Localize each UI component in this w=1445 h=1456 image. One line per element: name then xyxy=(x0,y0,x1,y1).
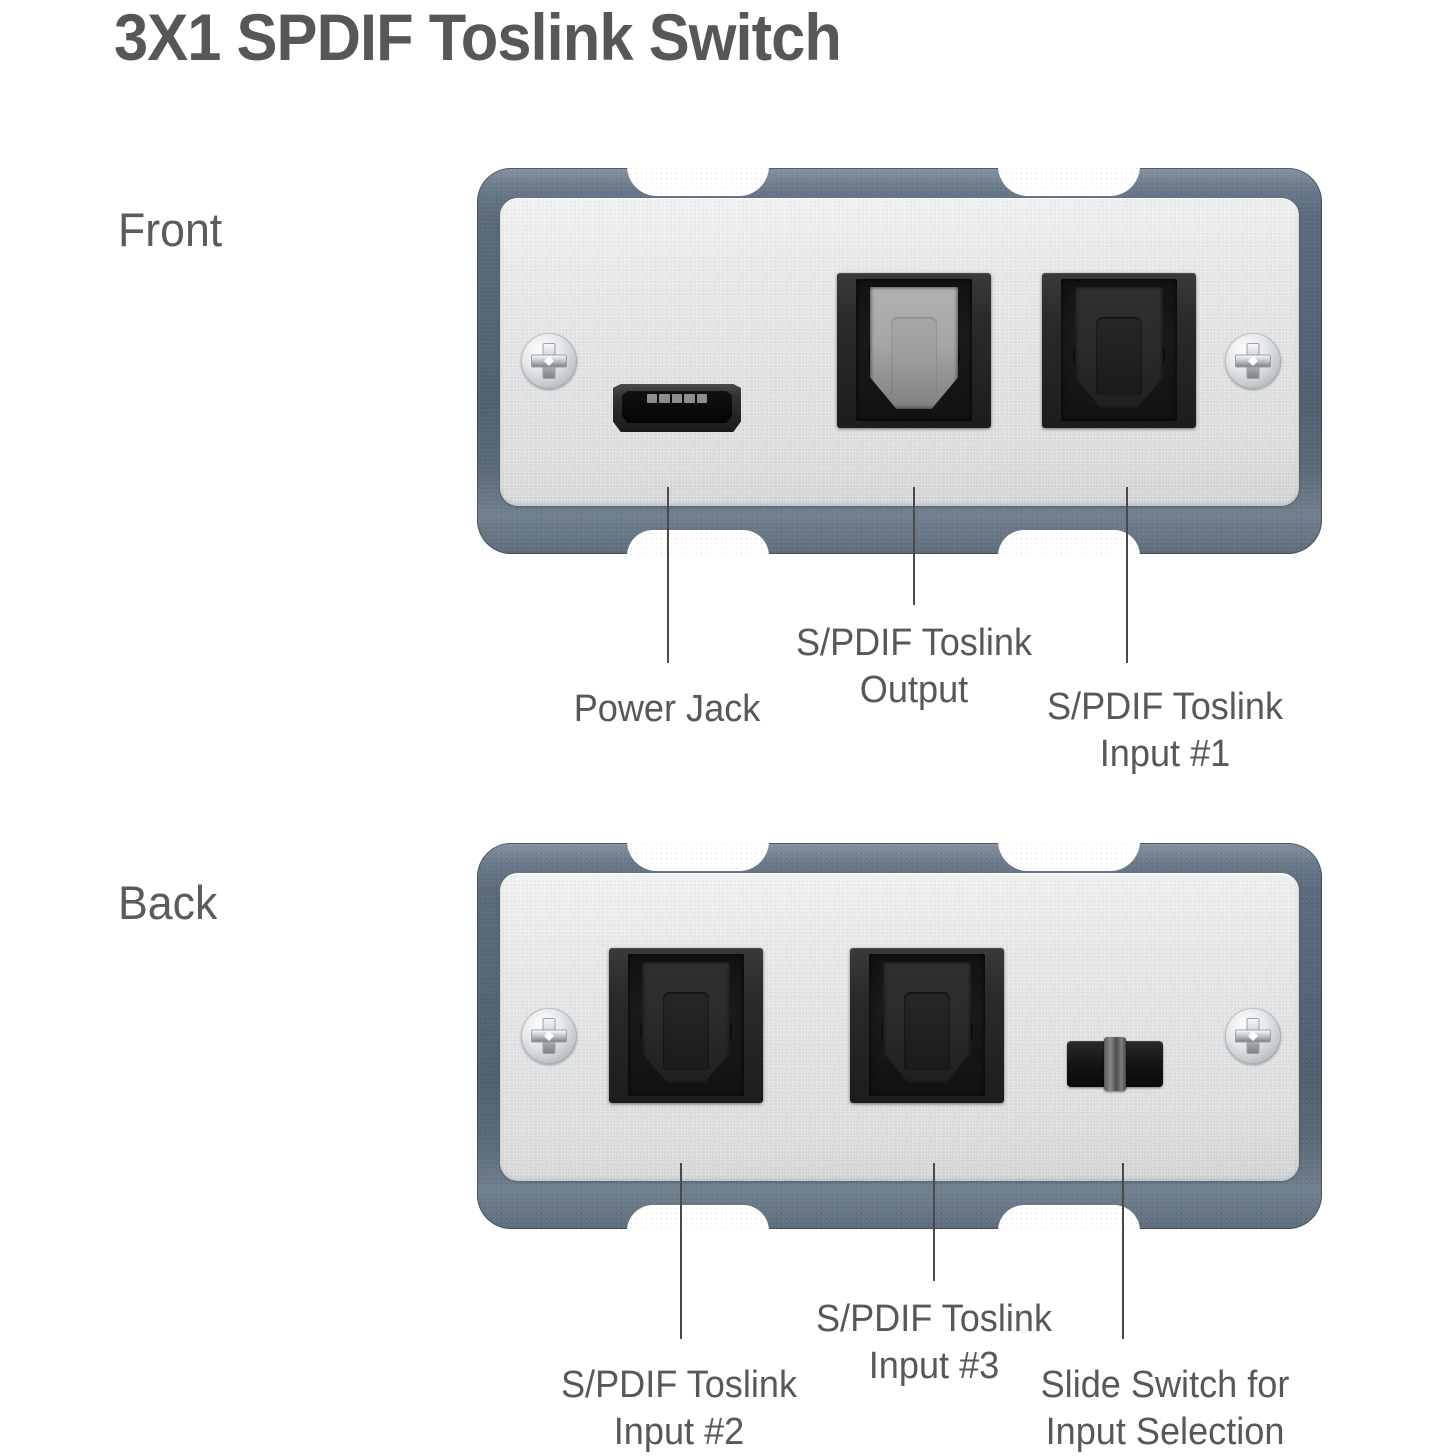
view-caption-back: Back xyxy=(118,876,218,929)
callout-toslink-input-2: S/PDIF Toslink Input #2 xyxy=(542,1362,816,1456)
bezel-notch-bottom-right xyxy=(998,1205,1140,1229)
toslink-input-2-port[interactable] xyxy=(609,948,763,1103)
bezel-notch-top-left xyxy=(627,843,769,871)
callout-toslink-input-3: S/PDIF Toslink Input #3 xyxy=(797,1296,1071,1390)
usb-pins-icon xyxy=(647,394,708,403)
callout-line-1: S/PDIF Toslink xyxy=(795,622,1033,664)
bezel-notch-top-left xyxy=(627,168,769,196)
toslink-input-1-port[interactable] xyxy=(1042,273,1196,428)
phillips-screw-icon xyxy=(521,333,577,389)
callout-line-2: Input #1 xyxy=(1099,733,1231,775)
view-caption-front: Front xyxy=(118,203,223,256)
leader-line-toslink-input-2 xyxy=(680,1163,682,1339)
input-selection-slide-switch[interactable] xyxy=(1067,1037,1163,1091)
callout-slide-switch: Slide Switch for Input Selection xyxy=(1018,1362,1313,1456)
callout-line-2: Input Selection xyxy=(1045,1411,1285,1453)
bezel-notch-bottom-left xyxy=(627,530,769,554)
callout-line-1: Slide Switch for xyxy=(1040,1364,1290,1406)
phillips-screw-icon xyxy=(1225,333,1281,389)
callout-toslink-output: S/PDIF Toslink Output xyxy=(777,620,1051,714)
bezel-notch-top-right xyxy=(998,168,1140,196)
callout-line-2: Input #3 xyxy=(868,1345,1000,1387)
phillips-screw-icon xyxy=(1225,1008,1281,1064)
device-back-view xyxy=(477,843,1322,1229)
leader-line-power-jack xyxy=(667,487,669,663)
callout-toslink-input-1: S/PDIF Toslink Input #1 xyxy=(1028,684,1302,778)
bezel-notch-bottom-left xyxy=(627,1205,769,1229)
slide-switch-knob[interactable] xyxy=(1104,1037,1126,1091)
leader-line-slide-switch xyxy=(1122,1163,1124,1339)
toslink-output-port[interactable] xyxy=(837,273,991,428)
callout-power-jack: Power Jack xyxy=(530,686,804,733)
callout-line-1: Power Jack xyxy=(573,688,761,730)
callout-line-1: S/PDIF Toslink xyxy=(1046,686,1284,728)
callout-line-1: S/PDIF Toslink xyxy=(815,1298,1053,1340)
callout-line-2: Input #2 xyxy=(613,1411,745,1453)
phillips-screw-icon xyxy=(521,1008,577,1064)
leader-line-toslink-output xyxy=(913,487,915,605)
power-jack-micro-usb[interactable] xyxy=(613,384,741,432)
device-front-view xyxy=(477,168,1322,554)
leader-line-toslink-input-1 xyxy=(1126,487,1128,663)
bezel-notch-bottom-right xyxy=(998,530,1140,554)
bezel-notch-top-right xyxy=(998,843,1140,871)
toslink-input-3-port[interactable] xyxy=(850,948,1004,1103)
callout-line-2: Output xyxy=(859,669,969,711)
callout-line-1: S/PDIF Toslink xyxy=(560,1364,798,1406)
leader-line-toslink-input-3 xyxy=(933,1163,935,1281)
page-title: 3X1 SPDIF Toslink Switch xyxy=(114,0,842,74)
